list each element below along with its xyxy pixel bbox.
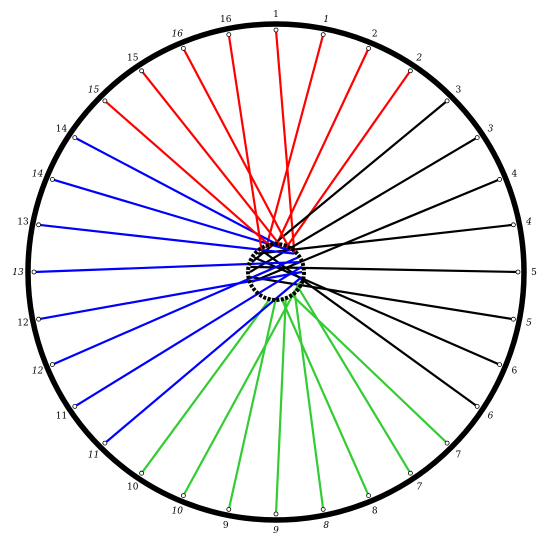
rim-label-26: 13 — [17, 218, 29, 228]
spoke-blue-26 — [38, 223, 295, 255]
rim-hole-28 — [72, 135, 78, 141]
rim-hole-27 — [50, 176, 55, 182]
rim-label-15: 8 — [372, 506, 378, 516]
spoke-red-29 — [104, 100, 272, 248]
spoke-green-19 — [182, 281, 301, 497]
spoke-blue-28 — [74, 136, 282, 248]
rim-hole-31 — [180, 46, 186, 51]
rim-label-25: 13 — [12, 268, 24, 278]
rim-hole-3 — [366, 46, 372, 51]
rim-hole-29 — [102, 98, 108, 104]
rim-label-21: 11 — [88, 450, 99, 460]
spoke-blue-24 — [38, 270, 303, 321]
rim-label-28: 14 — [56, 125, 68, 135]
spoke-red-31 — [182, 47, 292, 251]
spoke-red-30 — [140, 70, 282, 248]
spoke-blue-22 — [74, 265, 303, 408]
rim-hole-25 — [31, 269, 37, 275]
rim-hole-2 — [320, 32, 326, 37]
rim-hole-13 — [444, 440, 450, 446]
rim-label-17: 9 — [273, 526, 279, 536]
rim-hole-5 — [444, 98, 450, 104]
rim-label-3: 2 — [372, 30, 378, 40]
spoke-red-1 — [274, 29, 296, 254]
rim-hole-24 — [36, 316, 41, 322]
rim-label-10: 5 — [526, 318, 532, 328]
rim-label-24: 12 — [17, 318, 28, 328]
spoke-green-20 — [140, 296, 272, 474]
rim-hole-23 — [50, 362, 55, 368]
spoke-black-8 — [257, 223, 514, 255]
spoke-green-15 — [280, 297, 370, 497]
rim-label-29: 15 — [88, 86, 100, 96]
rim-label-14: 7 — [416, 483, 422, 493]
spokes-layer — [33, 29, 519, 515]
spoke-blue-27 — [52, 178, 291, 252]
rim-label-6: 3 — [488, 125, 494, 135]
spoke-red-2 — [265, 34, 325, 249]
spoke-blue-25 — [33, 261, 301, 274]
rim-hole-9 — [515, 269, 521, 275]
rim-hole-4 — [407, 68, 413, 74]
rim-hole-26 — [36, 222, 41, 228]
spoke-blue-23 — [51, 256, 299, 366]
spoke-black-5 — [251, 100, 448, 263]
rim-hole-11 — [497, 362, 503, 368]
rim-hole-19 — [180, 493, 186, 499]
rim-hole-10 — [511, 316, 516, 322]
rim-hole-32 — [226, 32, 232, 37]
rim-hole-21 — [102, 440, 108, 446]
rim-hole-17 — [273, 511, 279, 517]
rim-label-30: 15 — [127, 54, 139, 64]
rim-label-31: 16 — [172, 30, 184, 40]
rim-hole-18 — [226, 506, 232, 512]
rim-label-7: 4 — [512, 169, 518, 179]
rim-hole-15 — [366, 493, 372, 499]
rim-hole-22 — [72, 403, 78, 409]
rim-hole-8 — [511, 222, 516, 228]
rim-label-1: 1 — [273, 10, 279, 20]
rim-label-23: 12 — [32, 367, 44, 377]
spoke-green-17 — [274, 295, 287, 515]
rim-label-4: 2 — [415, 54, 422, 64]
spoke-green-18 — [227, 297, 278, 510]
spoke-black-9 — [250, 265, 519, 274]
rim-hole-7 — [497, 176, 503, 182]
rim-hole-16 — [320, 506, 326, 512]
rim-label-9: 5 — [531, 268, 537, 278]
spoke-holes-layer — [31, 27, 521, 517]
rim-label-20: 10 — [127, 483, 139, 493]
rim-hole-30 — [139, 68, 145, 74]
rim-label-18: 9 — [223, 521, 229, 531]
rim-label-8: 4 — [525, 218, 532, 228]
rim-hole-20 — [139, 470, 145, 476]
rim-hole-1 — [273, 27, 279, 33]
rim-label-12: 6 — [488, 411, 494, 421]
rim-label-16: 8 — [323, 521, 329, 531]
rim-label-27: 14 — [32, 169, 44, 179]
rim-hole-14 — [407, 470, 413, 476]
rim-label-13: 7 — [456, 450, 462, 460]
rim-label-2: 1 — [323, 15, 329, 25]
wheel-rim — [25, 21, 527, 523]
rim-label-19: 10 — [172, 506, 184, 516]
rim-hole-12 — [474, 403, 480, 409]
spoke-green-16 — [293, 290, 325, 510]
spoke-black-12 — [260, 249, 478, 408]
spoke-red-32 — [227, 34, 263, 251]
rim-label-32: 16 — [220, 15, 232, 25]
spoke-green-14 — [296, 285, 412, 474]
spoke-red-4 — [284, 70, 412, 249]
spoke-black-7 — [251, 178, 501, 283]
wheel-hub — [246, 242, 306, 302]
rim-hole-6 — [474, 135, 480, 141]
rim-label-5: 3 — [456, 86, 462, 96]
rim-label-22: 11 — [56, 411, 67, 421]
spoke-red-3 — [275, 47, 370, 247]
rim-label-11: 6 — [512, 367, 518, 377]
spoke-blue-21 — [104, 276, 303, 444]
